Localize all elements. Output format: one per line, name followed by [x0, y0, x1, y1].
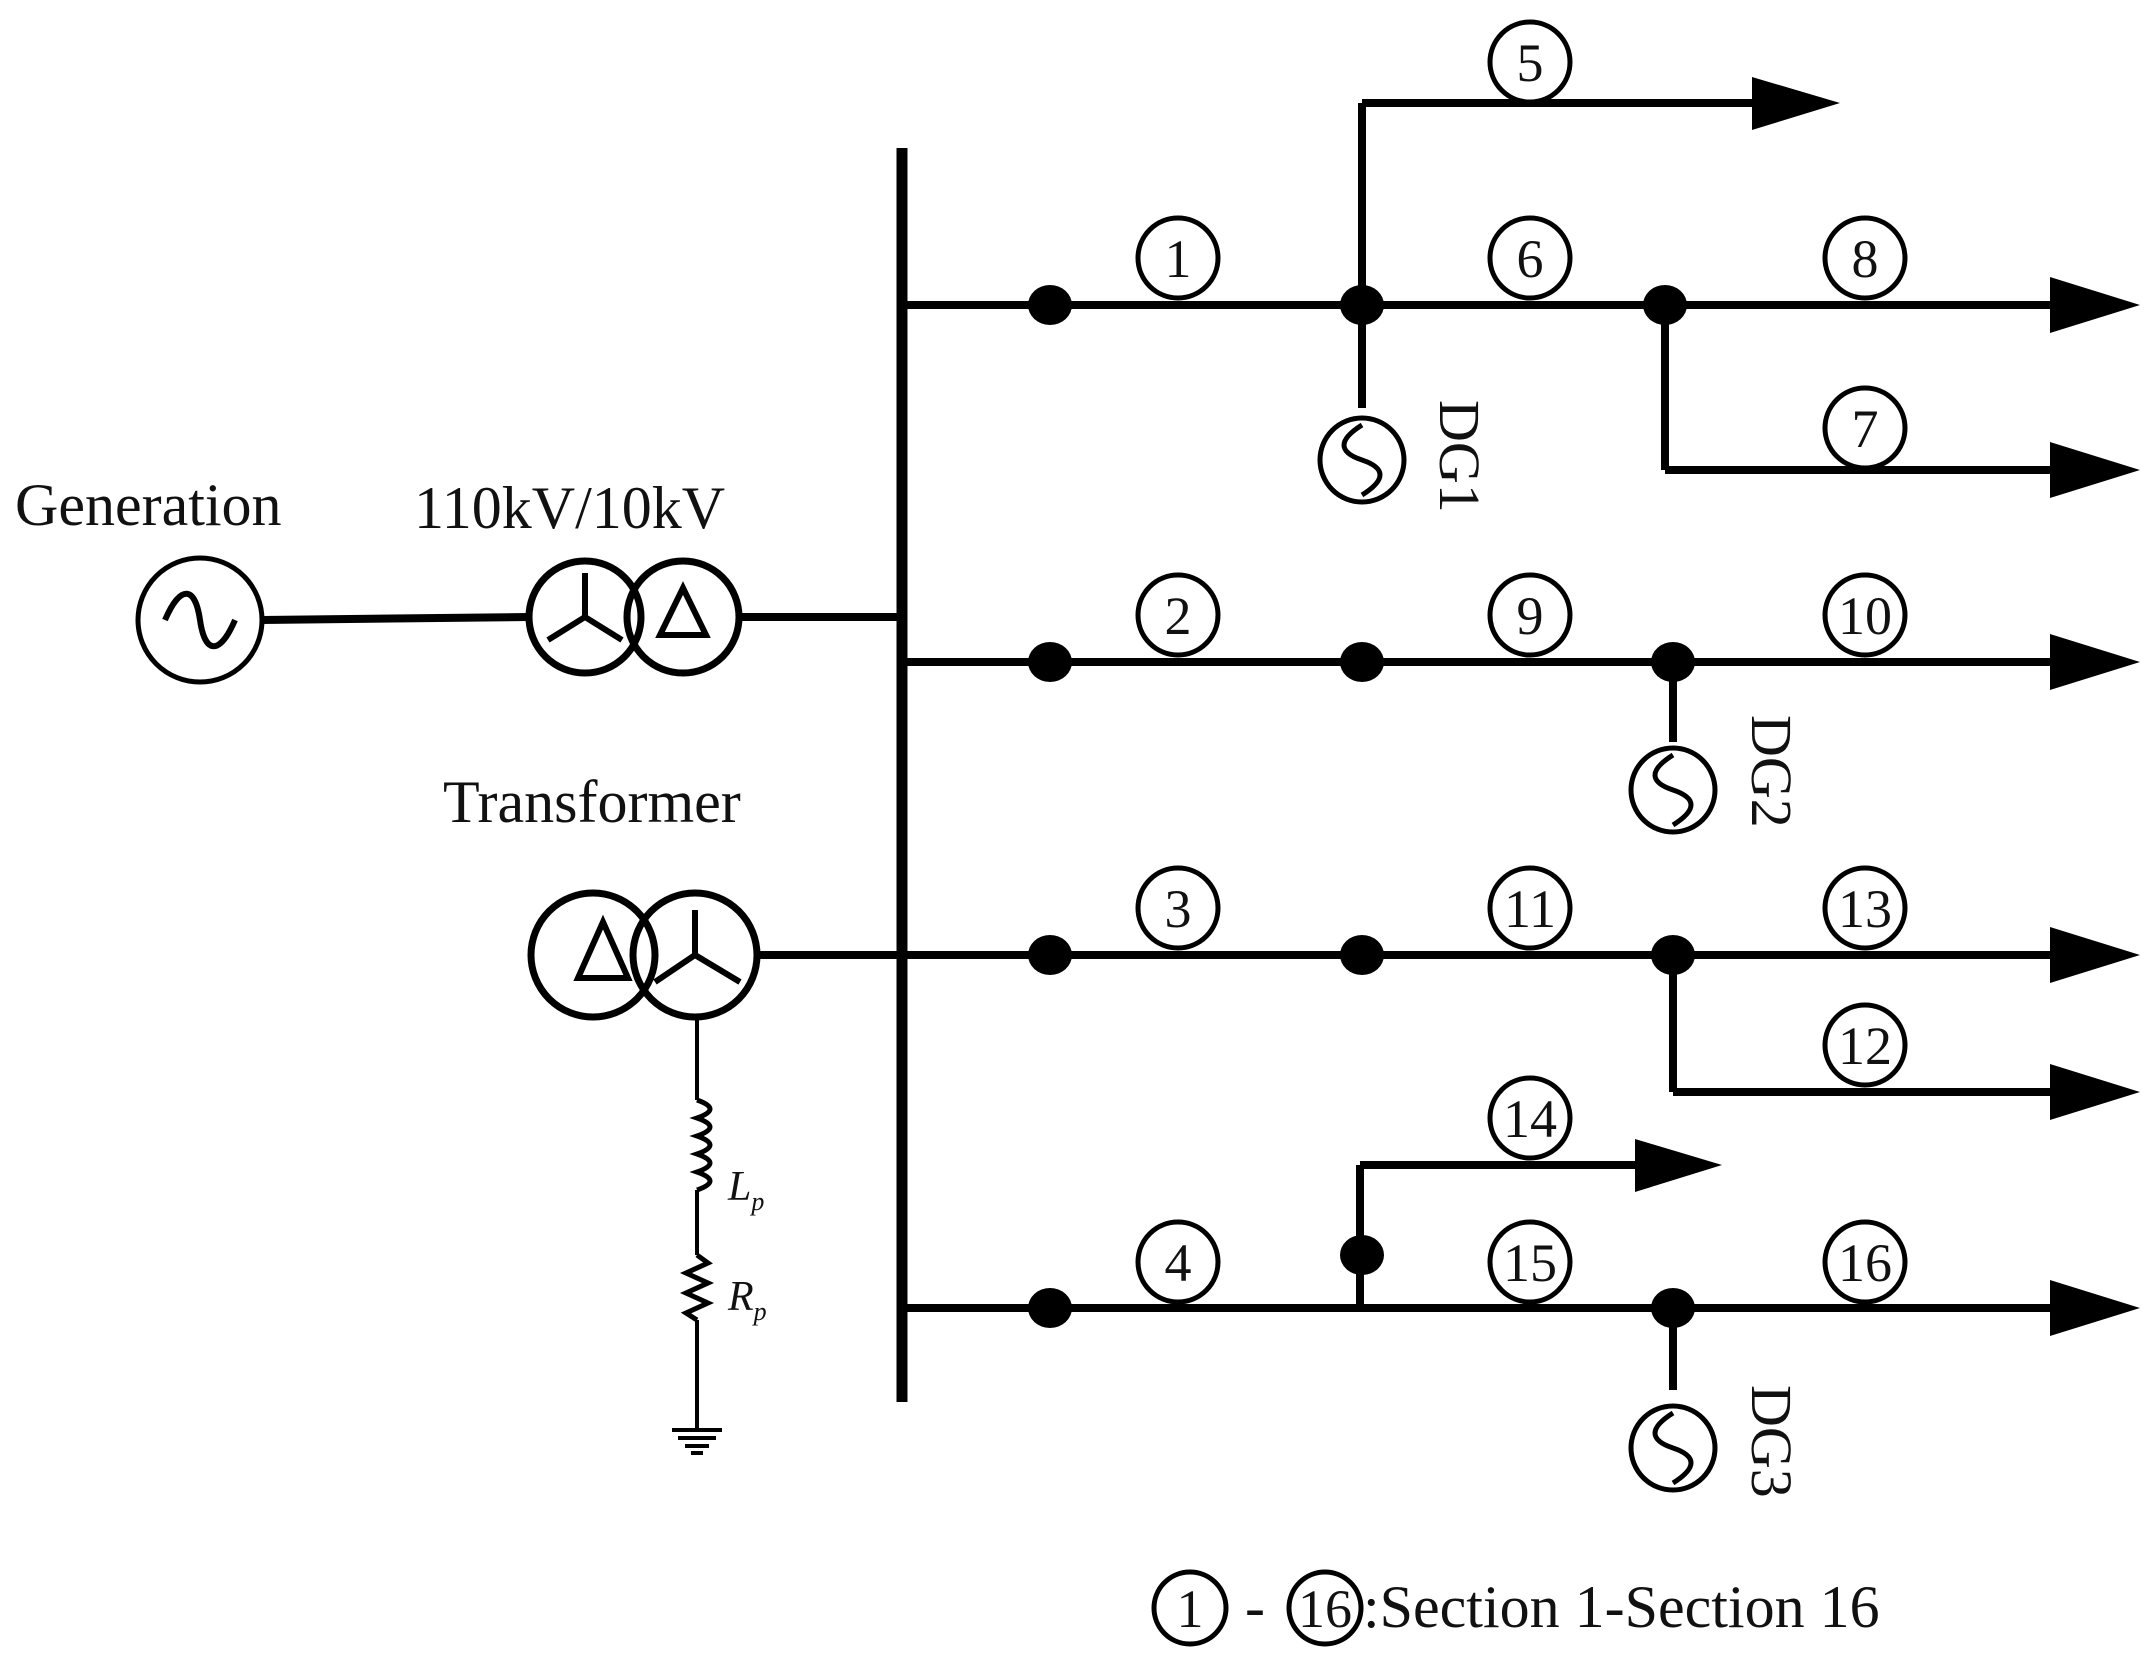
- svg-text:5: 5: [1517, 33, 1544, 93]
- section-marker-12: 12: [1822, 1002, 1908, 1088]
- svg-text:4: 4: [1165, 1233, 1192, 1293]
- delta-icon: [655, 581, 711, 638]
- svg-text:2: 2: [1165, 586, 1192, 646]
- svg-text:9: 9: [1517, 586, 1544, 646]
- svg-text:1: 1: [1165, 229, 1192, 289]
- section-markers: 1 5 6 8 7 2 9 10 3 11 13 12 14 4 15 16: [1135, 19, 1908, 1305]
- neutral-grounding: [672, 1017, 722, 1455]
- section-marker-1: 1: [1135, 215, 1221, 301]
- gen-to-transformer-line: [261, 613, 529, 624]
- section-marker-3: 3: [1135, 865, 1221, 951]
- dg2-generator: [1628, 745, 1718, 835]
- grounding-transformer-delta-coil: [527, 889, 659, 1021]
- section-marker-13: 13: [1822, 865, 1908, 951]
- sine-wave-icon: [162, 590, 238, 650]
- feeder-2: [902, 634, 2140, 742]
- svg-text:13: 13: [1838, 879, 1892, 939]
- svg-text:16: 16: [1838, 1233, 1892, 1293]
- grounding-transformer-label: Transformer: [443, 769, 741, 835]
- sine-wave-icon: [1652, 752, 1694, 828]
- legend-dash: -: [1245, 1574, 1265, 1640]
- svg-text:15: 15: [1503, 1233, 1557, 1293]
- dg1-generator: [1317, 415, 1407, 505]
- section-marker-9: 9: [1487, 572, 1573, 658]
- svg-text:12: 12: [1838, 1016, 1892, 1076]
- legend-text: :Section 1-Section 16: [1363, 1574, 1880, 1640]
- section-marker-4: 4: [1135, 1219, 1221, 1305]
- resistor-icon: [679, 1252, 715, 1323]
- legend-end-marker: [1286, 1569, 1364, 1647]
- svg-text:11: 11: [1504, 879, 1556, 939]
- svg-text:10: 10: [1838, 586, 1892, 646]
- section-marker-11: 11: [1487, 865, 1573, 951]
- section-marker-2: 2: [1135, 572, 1221, 658]
- section-marker-5: 5: [1487, 19, 1573, 105]
- legend-end-number: 16: [1298, 1579, 1352, 1639]
- feeder-3: [902, 927, 2140, 1120]
- grounding-transformer: [527, 889, 761, 1021]
- generation-source: [135, 555, 265, 685]
- svg-text:6: 6: [1517, 229, 1544, 289]
- section-marker-6: 6: [1487, 215, 1573, 301]
- ground-icon: [672, 1428, 722, 1455]
- wye-icon: [546, 573, 624, 643]
- section-marker-16: 16: [1822, 1219, 1908, 1305]
- main-transformer: [525, 557, 743, 677]
- section-marker-7: 7: [1822, 385, 1908, 471]
- feeder-4: [902, 1139, 2140, 1390]
- svg-text:3: 3: [1165, 879, 1192, 939]
- transformer-rating-label: 110kV/10kV: [414, 475, 725, 541]
- generation-label: Generation: [15, 472, 282, 538]
- delta-icon: [573, 914, 633, 981]
- feeder-1: [902, 77, 2140, 498]
- legend-start-number: 1: [1177, 1579, 1204, 1639]
- svg-text:14: 14: [1503, 1089, 1557, 1149]
- dg3-label: DG3: [1739, 1385, 1804, 1498]
- section-marker-14: 14: [1487, 1075, 1573, 1161]
- section-marker-8: 8: [1822, 215, 1908, 301]
- svg-text:7: 7: [1852, 399, 1879, 459]
- dg1-label: DG1: [1427, 400, 1492, 513]
- sine-wave-icon: [1652, 1410, 1694, 1486]
- sine-wave-icon: [1341, 422, 1383, 498]
- resistor-label: Rp: [727, 1274, 767, 1326]
- legend-start-marker: [1151, 1569, 1229, 1647]
- legend: 1 - 16 :Section 1-Section 16: [1151, 1569, 1880, 1647]
- section-marker-10: 10: [1822, 572, 1908, 658]
- transformer-primary-coil: [525, 557, 645, 677]
- inductor-icon: [689, 1097, 713, 1193]
- wye-icon: [653, 910, 742, 985]
- dg2-label: DG2: [1739, 715, 1804, 828]
- section-marker-15: 15: [1487, 1219, 1573, 1305]
- svg-text:8: 8: [1852, 229, 1879, 289]
- dg3-generator: [1628, 1403, 1718, 1493]
- inductor-label: Lp: [727, 1164, 764, 1216]
